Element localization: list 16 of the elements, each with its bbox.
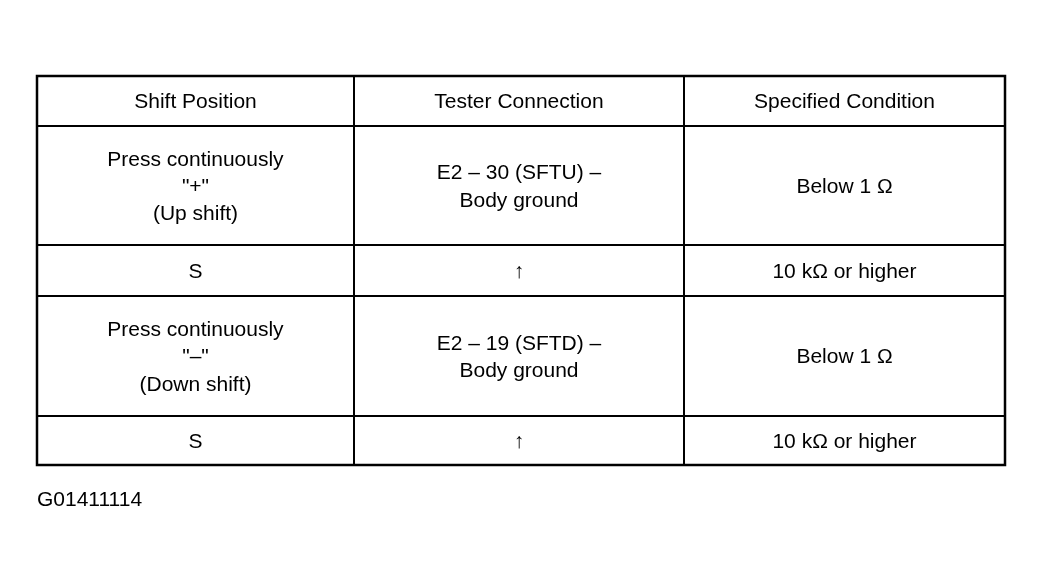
table-cell-text: E2 – 19 (SFTD) – Body ground [436,329,602,383]
table-cell-text: S [188,427,203,454]
table-cell-text: ↑ [513,257,525,284]
table-cell-text: Press continuously "+" (Up shift) [107,145,284,227]
table-cell-text: Below 1 Ω [796,343,893,370]
table-cell-text: ↑ [513,427,525,454]
column-header: Shift Position [134,88,257,115]
table-cell-text: Below 1 Ω [796,172,893,199]
table-cell-text: Press continuously "–" (Down shift) [107,316,284,397]
table-cell-text: E2 – 30 (SFTU) – Body ground [436,159,602,213]
table-cell-text: 10 kΩ or higher [772,257,917,284]
figure-code: G01411114 [37,487,143,511]
table-cell-text: 10 kΩ or higher [772,427,917,454]
table-cell-text: S [188,257,203,284]
column-header: Tester Connection [434,88,604,115]
column-header: Specified Condition [754,88,935,115]
